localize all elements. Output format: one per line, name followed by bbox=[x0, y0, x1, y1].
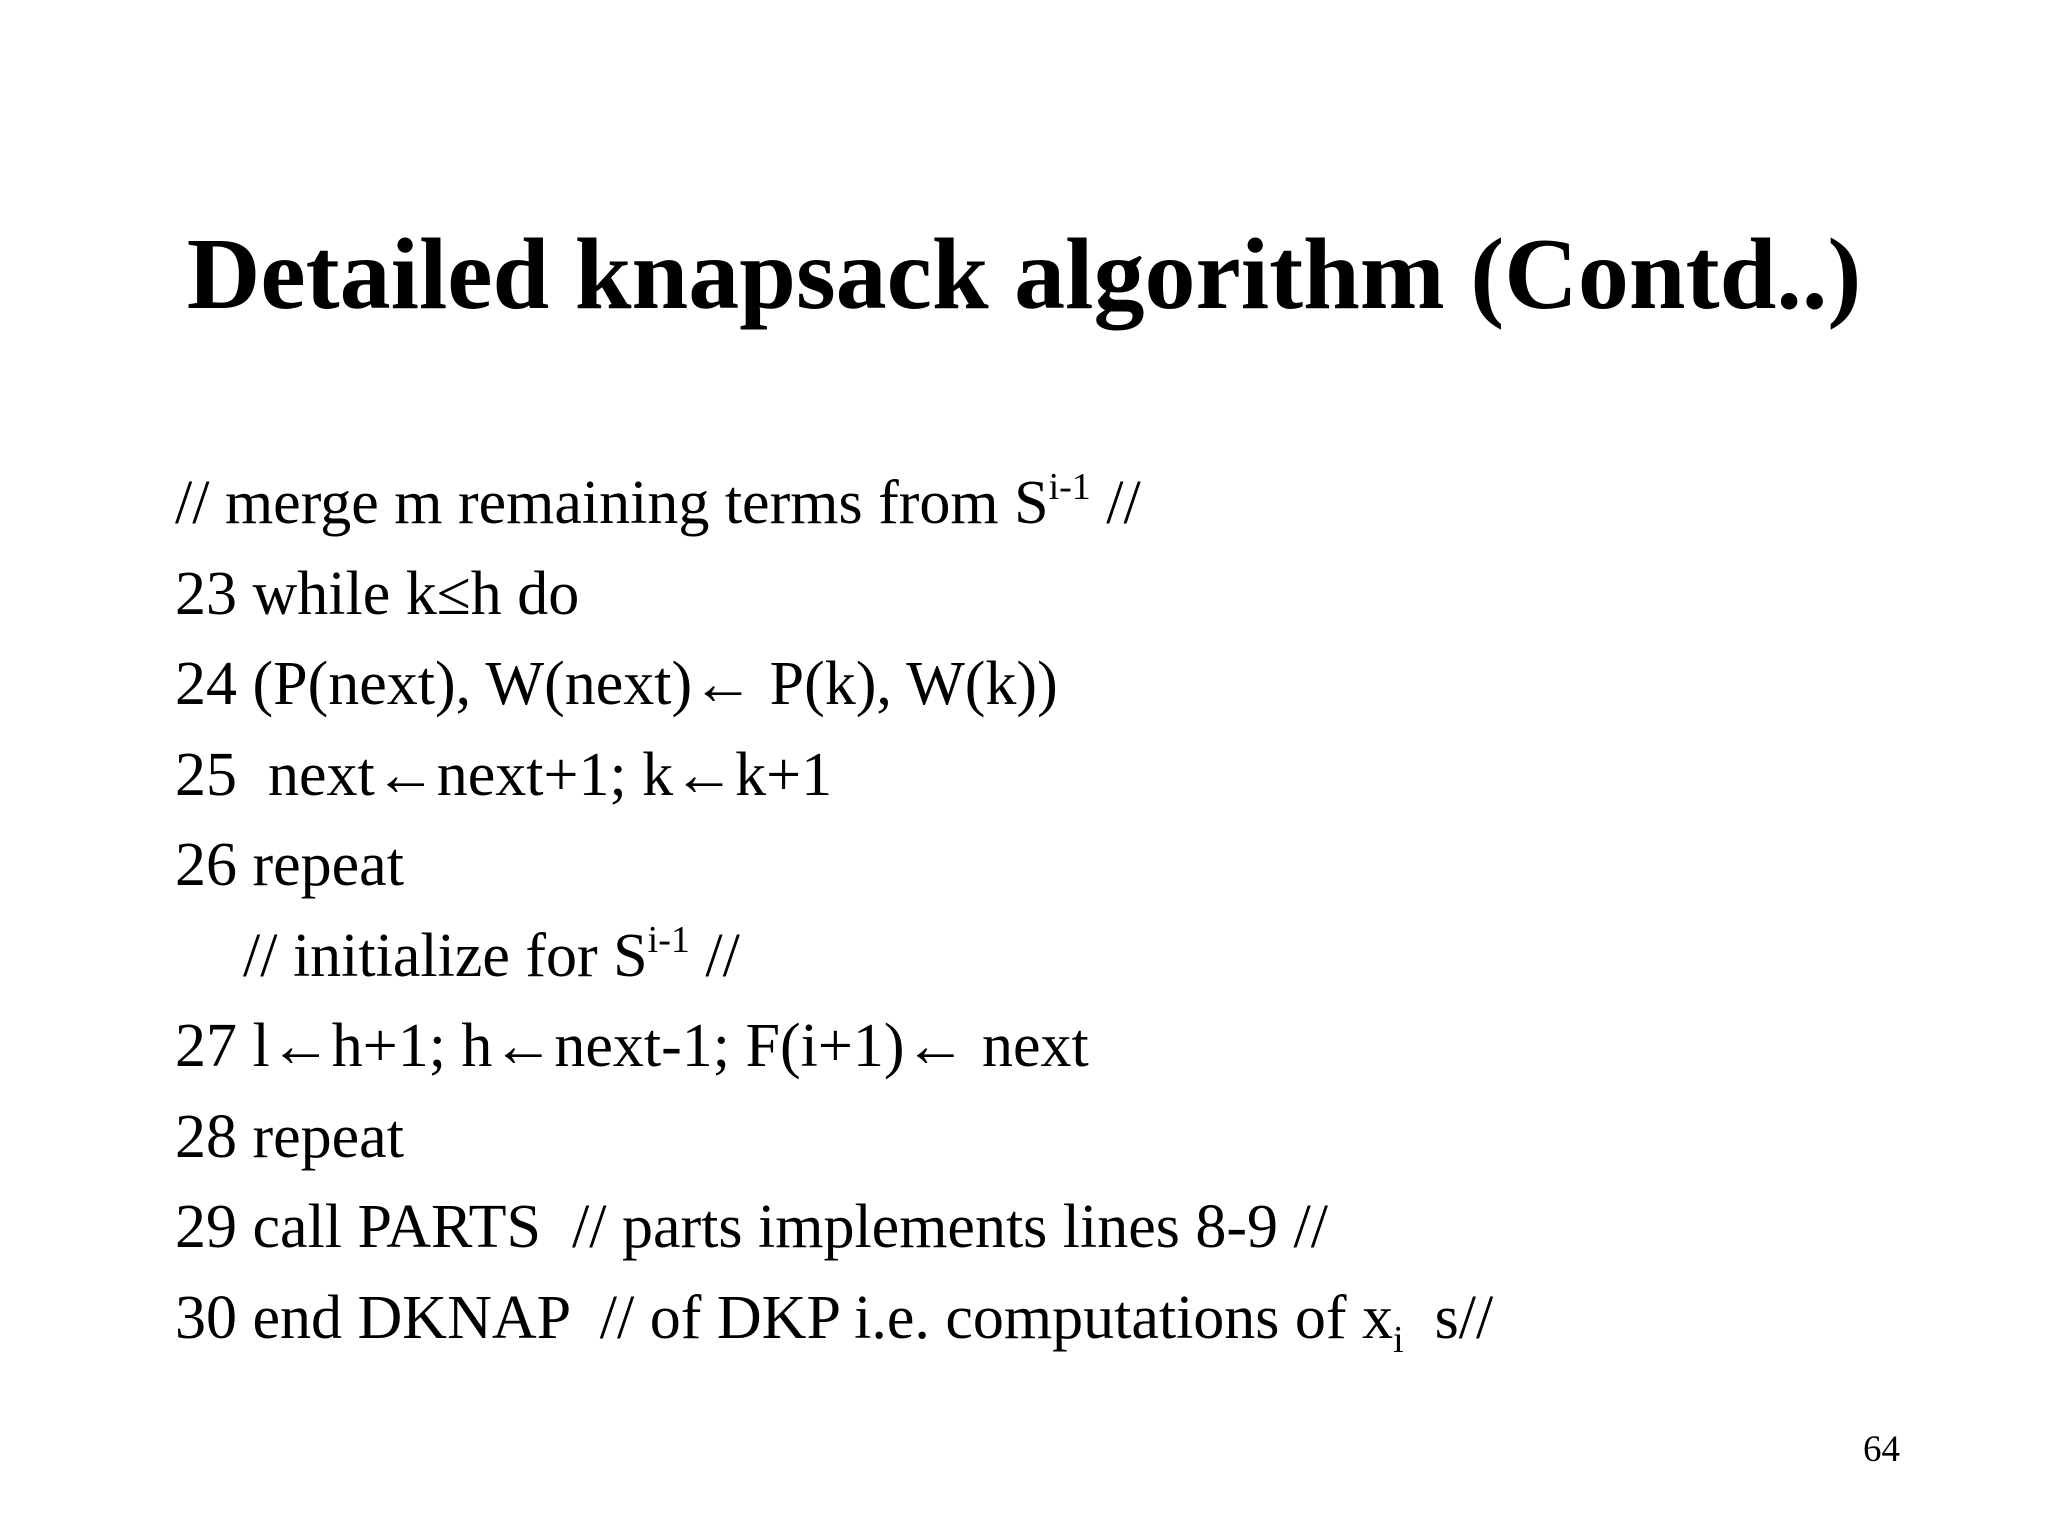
code-line-25: 25 next←next+1; k←k+1 bbox=[175, 740, 833, 809]
code-line-29: 29 call PARTS // parts implements lines … bbox=[175, 1193, 1328, 1261]
comment-text-end: // bbox=[689, 921, 740, 990]
code-line-26: 26 repeat bbox=[175, 831, 404, 899]
algorithm-body: // merge m remaining terms from Si-1 // … bbox=[175, 458, 1935, 1363]
comment-line-merge: // merge m remaining terms from Si-1 // bbox=[175, 458, 1935, 549]
comment-text: // merge m remaining terms from S bbox=[175, 469, 1049, 537]
subscript: i bbox=[1393, 1318, 1404, 1361]
superscript: i-1 bbox=[1048, 466, 1091, 508]
code-line-28: 28 repeat bbox=[175, 1102, 404, 1171]
code-line-30: 30 end DKNAP // of DKP i.e. computations… bbox=[175, 1273, 1935, 1364]
code-line-24: 24 (P(next), W(next)← P(k), W(k)) bbox=[175, 650, 1058, 718]
page-number: 64 bbox=[1863, 1429, 1900, 1470]
code-text-end: s// bbox=[1403, 1283, 1494, 1352]
comment-text: // initialize for S bbox=[243, 921, 648, 990]
superscript: i-1 bbox=[647, 918, 690, 961]
code-line-27: 27 l←h+1; h←next-1; F(i+1)← next bbox=[175, 1012, 1089, 1080]
code-line-23: 23 while k≤h do bbox=[175, 559, 580, 628]
slide-title: Detailed knapsack algorithm (Contd..) bbox=[186, 218, 1862, 331]
comment-text-end: // bbox=[1090, 469, 1141, 537]
comment-line-initialize: // initialize for Si-1 // bbox=[175, 911, 1935, 1002]
code-text: 30 end DKNAP // of DKP i.e. computations… bbox=[175, 1283, 1394, 1352]
